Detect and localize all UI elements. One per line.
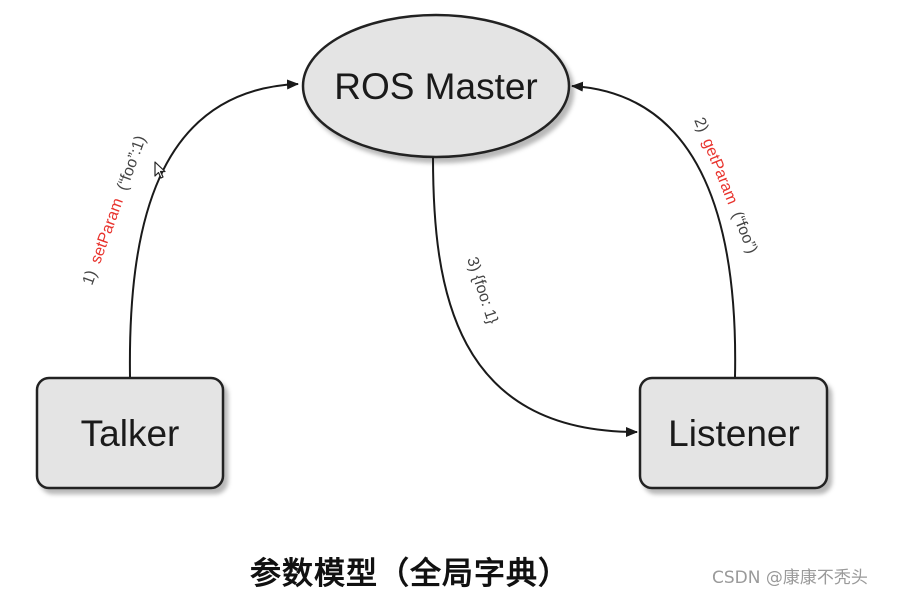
ros-master-shape bbox=[301, 13, 571, 159]
listener-shape bbox=[638, 376, 829, 490]
ros-master-label: ROS Master bbox=[334, 66, 538, 107]
reply-arrow bbox=[432, 156, 638, 437]
get-param-function: getParam bbox=[699, 136, 741, 207]
listener-node: Listener bbox=[638, 376, 829, 490]
talker-label: Talker bbox=[81, 413, 180, 454]
ros-master-node: ROS Master bbox=[301, 13, 571, 159]
set-param-args: (“foo”:1) bbox=[114, 134, 149, 193]
get-param-step: 2) bbox=[690, 115, 711, 135]
set-param-arrow bbox=[128, 79, 299, 378]
set-param-step: 1) bbox=[80, 268, 101, 287]
reply-label: 3) {foo: 1} bbox=[463, 255, 501, 327]
set-param-label: 1) setParam (“foo”:1) bbox=[80, 134, 150, 288]
csdn-watermark: CSDN @康康不秃头 bbox=[712, 568, 868, 588]
mouse-pointer-icon bbox=[154, 161, 166, 179]
diagram-caption: 参数模型（全局字典） bbox=[250, 556, 570, 592]
talker-node: Talker bbox=[35, 376, 225, 490]
set-param-function: setParam bbox=[88, 196, 127, 266]
listener-label: Listener bbox=[668, 413, 800, 454]
get-param-label: 2) getParam (“foo”) bbox=[690, 115, 760, 256]
talker-shape bbox=[35, 376, 225, 490]
get-param-args: (“foo”) bbox=[728, 209, 760, 256]
get-param-arrow bbox=[571, 81, 737, 378]
